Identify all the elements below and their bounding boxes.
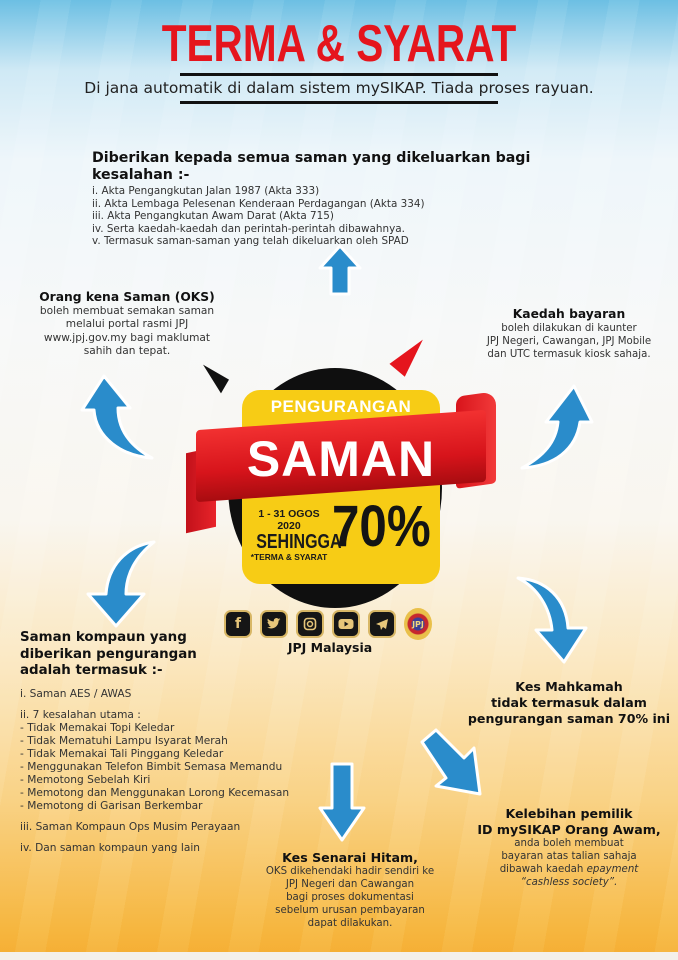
payment-line: dan UTC termasuk kiosk sahaja. [487, 349, 651, 360]
badge-dates: 1 - 31 OGOS 2020 [258, 508, 320, 532]
offence-bullet: - Memotong Sebelah Kiri [20, 773, 151, 786]
blacklist-section: Kes Senarai Hitam, OKS dikehendaki hadir… [240, 850, 460, 930]
payment-heading: Kaedah bayaran [512, 307, 626, 321]
bottom-strip [0, 952, 678, 960]
curved-arrow-down-left-icon [86, 540, 156, 628]
arrow-down-icon [318, 762, 366, 842]
badge-terms: *TERMA & SYARAT [250, 552, 328, 562]
discount-badge: PENGURANGAN SAMAN 1 - 31 OGOS 2020 SEHIN… [186, 368, 496, 610]
blacklist-heading: Kes Senarai Hitam, [282, 850, 418, 865]
telegram-icon[interactable] [368, 610, 396, 638]
payment-line: JPJ Negeri, Cawangan, JPJ Mobile [486, 336, 652, 347]
curved-arrow-up-left-icon [80, 374, 154, 460]
badge-percent: 70% [332, 494, 431, 559]
mysikap-epayment: epayment [586, 864, 639, 875]
compound-item: iii. Saman Kompaun Ops Musim Perayaan [20, 820, 241, 833]
offence-item: iii. Akta Pengangkutan Awam Darat (Akta … [92, 210, 334, 223]
offence-bullet: - Tidak Memakai Topi Keledar [20, 721, 175, 734]
social-links: f JPJ [224, 608, 432, 640]
curved-arrow-down-right-icon [516, 576, 588, 664]
compound-heading: diberikan pengurangan [20, 646, 197, 662]
blacklist-line: OKS dikehendaki hadir sendiri ke [265, 866, 435, 877]
blacklist-line: dapat dilakukan. [307, 918, 393, 929]
page-subtitle: Di jana automatik di dalam sistem mySIKA… [84, 79, 594, 97]
payment-section: Kaedah bayaran boleh dilakukan di kaunte… [460, 307, 678, 361]
compound-heading: Saman kompaun yang [20, 630, 187, 645]
court-line: pengurangan saman 70% ini [467, 711, 671, 726]
twitter-icon[interactable] [260, 610, 288, 638]
jpj-label: JPJ Malaysia [287, 640, 373, 655]
offence-bullet: - Tidak Memakai Tali Pinggang Keledar [20, 747, 224, 760]
title-divider-bottom [180, 101, 498, 104]
compound-section: Saman kompaun yang diberikan pengurangan… [20, 630, 340, 855]
arrow-up-icon [318, 244, 362, 296]
offence-item: v. Termasuk saman-saman yang telah dikel… [92, 235, 409, 248]
court-line: tidak termasuk dalam [491, 695, 647, 710]
compound-item: iv. Dan saman kompaun yang lain [20, 841, 200, 854]
oks-line: melalui portal rasmi JPJ [65, 318, 189, 331]
mysikap-line: bayaran atas talian sahaja [501, 851, 637, 862]
offence-item: i. Akta Pengangkutan Jalan 1987 (Akta 33… [92, 185, 320, 197]
compound-item: i. Saman AES / AWAS [20, 687, 132, 700]
offence-bullet: - Menggunakan Telefon Bimbit Semasa Mema… [20, 760, 283, 773]
badge-top-label: PENGURANGAN [270, 397, 412, 416]
offences-list: i. Akta Pengangkutan Jalan 1987 (Akta 33… [92, 185, 612, 248]
mysikap-line: dibawah kaedah epayment [460, 863, 678, 876]
page-title: TERMA & SYARAT [161, 15, 517, 73]
blacklist-line: bagi proses dokumentasi [286, 892, 414, 903]
badge-date-block: 1 - 31 OGOS 2020 SEHINGGA *TERMA & SYARA… [248, 508, 342, 562]
youtube-icon[interactable] [332, 610, 360, 638]
mysikap-line: “cashless society”. [460, 876, 678, 889]
offence-bullet: - Memotong dan Menggunakan Lorong Kecema… [20, 786, 290, 799]
offences-section: Diberikan kepada semua saman yang dikelu… [92, 150, 612, 248]
offence-bullet: - Memotong di Garisan Berkembar [20, 799, 203, 812]
title-divider-top [180, 73, 498, 76]
offences-heading: Diberikan kepada semua saman yang dikelu… [92, 150, 531, 183]
mysikap-heading: Kelebihan pemilik [505, 806, 633, 821]
arrow-down-right-icon [420, 728, 482, 796]
facebook-icon[interactable]: f [224, 610, 252, 638]
offence-bullet: - Tidak Mematuhi Lampu Isyarat Merah [20, 734, 228, 747]
offence-item: ii. Akta Lembaga Pelesenan Kenderaan Per… [92, 197, 425, 210]
mysikap-line: anda boleh membuat [514, 838, 624, 849]
compound-heading: adalah termasuk :- [20, 663, 163, 678]
oks-line: www.jpj.gov.my bagi maklumat [43, 331, 211, 344]
oks-line: boleh membuat semakan saman [39, 305, 215, 317]
instagram-icon[interactable] [296, 610, 324, 638]
oks-line: sahih dan tepat. [83, 345, 171, 358]
mysikap-line-prefix: dibawah kaedah [499, 864, 587, 875]
mysikap-cashless: “cashless society”. [520, 877, 618, 888]
offence-item: iv. Serta kaedah-kaedah dan perintah-per… [92, 222, 405, 235]
mysikap-section: Kelebihan pemilik ID mySIKAP Orang Awam,… [460, 806, 678, 889]
badge-until: SEHINGGA [256, 531, 342, 553]
curved-arrow-up-right-icon [520, 384, 594, 470]
court-section: Kes Mahkamah tidak termasuk dalam pengur… [460, 679, 678, 727]
payment-line: boleh dilakukan di kaunter [501, 323, 637, 334]
blacklist-line: JPJ Negeri dan Cawangan [285, 879, 415, 890]
oks-section: Orang kena Saman (OKS) boleh membuat sem… [12, 290, 242, 359]
oks-heading: Orang kena Saman (OKS) [39, 290, 215, 304]
blacklist-line: sebelum urusan pembayaran [275, 905, 425, 916]
court-line: Kes Mahkamah [515, 679, 623, 694]
jpj-emblem-icon: JPJ [404, 608, 432, 640]
badge-main-label: SAMAN [246, 431, 436, 487]
mysikap-heading: ID mySIKAP Orang Awam, [477, 821, 661, 837]
compound-item: ii. 7 kesalahan utama : [20, 708, 141, 721]
